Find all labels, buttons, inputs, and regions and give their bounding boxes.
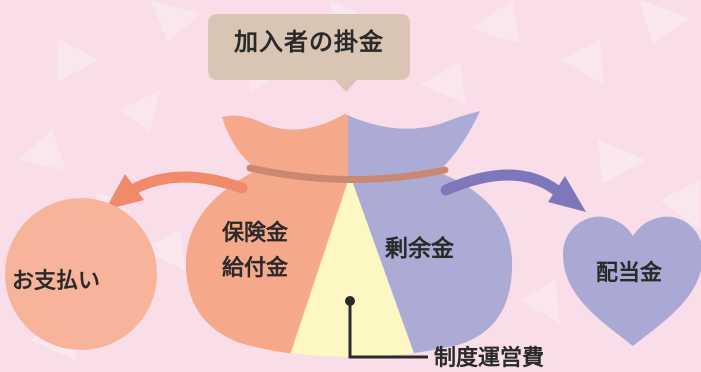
bag-right-label: 剰余金 xyxy=(385,236,454,262)
bag-tie xyxy=(246,164,449,184)
title-box xyxy=(208,14,410,92)
arrow-to-dividend xyxy=(440,169,586,212)
fee-callout-line xyxy=(348,301,428,359)
payout-circle xyxy=(5,198,157,350)
arrow-to-payout xyxy=(105,171,248,210)
dividend-heart xyxy=(563,216,701,346)
dividend-label: 配当金 xyxy=(596,261,663,286)
payout-label: お支払い xyxy=(12,269,101,294)
fee-callout xyxy=(345,296,428,359)
bag-middle-section xyxy=(285,175,420,358)
bag-left-label-line1: 保険金 xyxy=(222,221,289,246)
bag-left-label-line2: 給付金 xyxy=(222,256,289,281)
title-label: 加入者の掛金 xyxy=(234,28,384,56)
fee-label: 制度運営費 xyxy=(434,346,545,371)
